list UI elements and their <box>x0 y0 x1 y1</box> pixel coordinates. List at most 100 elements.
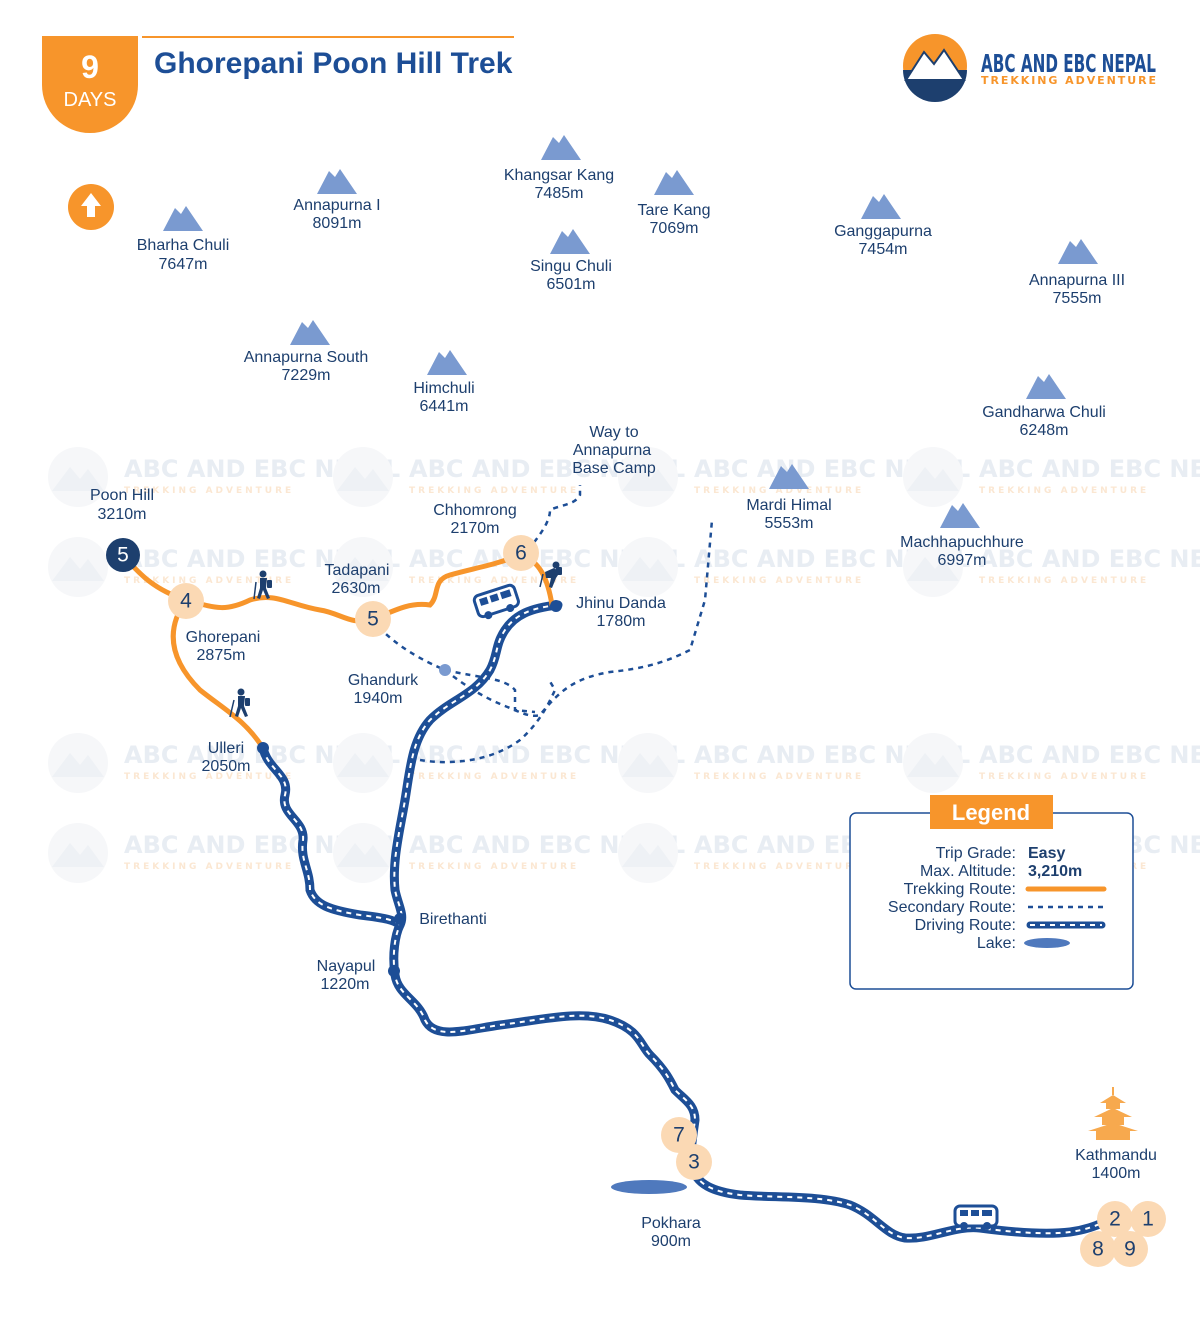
svg-text:Ulleri: Ulleri <box>208 740 244 757</box>
legend-header <box>930 795 1053 829</box>
day-marker: 9 <box>1112 1231 1148 1267</box>
svg-text:TREKKING ADVENTURE: TREKKING ADVENTURE <box>124 576 294 586</box>
mountain-icon <box>290 320 330 345</box>
dot-ulleri <box>257 742 269 754</box>
svg-text:TREKKING ADVENTURE: TREKKING ADVENTURE <box>979 772 1149 782</box>
peak-altitude: 7229m <box>282 367 331 384</box>
mountain-icon <box>550 229 590 254</box>
day-marker: 1 <box>1130 1201 1166 1237</box>
svg-text:TREKKING ADVENTURE: TREKKING ADVENTURE <box>694 862 864 872</box>
svg-text:Base Camp: Base Camp <box>572 460 656 477</box>
peak-altitude: 7069m <box>650 220 699 237</box>
peak-name: Gandharwa Chuli <box>982 404 1106 421</box>
day-marker: 4 <box>168 583 204 619</box>
day-markers: 5 4 5 6 7 3 2 1 8 9 <box>106 535 1166 1267</box>
svg-text:2170m: 2170m <box>451 520 500 537</box>
legend-trip-grade-value: Easy <box>1028 845 1065 862</box>
peak-altitude: 6501m <box>547 276 596 293</box>
dot-birethanti <box>394 913 406 925</box>
peak-singu-chuli: Singu Chuli 6501m <box>530 229 612 293</box>
peak-name: Tare Kang <box>638 202 711 219</box>
svg-text:1780m: 1780m <box>597 613 646 630</box>
svg-text:TREKKING ADVENTURE: TREKKING ADVENTURE <box>409 486 579 496</box>
brand-logo: ABC AND EBC NEPAL TREKKING ADVENTURE <box>903 34 1156 102</box>
peak-altitude: 6997m <box>938 552 987 569</box>
day-marker: 3 <box>676 1144 712 1180</box>
legend-secondary-label: Secondary Route: <box>888 899 1016 916</box>
dot-nayapul <box>388 965 400 977</box>
label-way-to-abc: Way to Annapurna Base Camp <box>572 424 656 477</box>
svg-text:ABC AND EBC NEPAL: ABC AND EBC NEPAL <box>979 455 1200 483</box>
svg-text:Pokhara: Pokhara <box>641 1215 701 1232</box>
days-number: 9 <box>81 49 99 85</box>
svg-text:TREKKING ADVENTURE: TREKKING ADVENTURE <box>694 486 864 496</box>
svg-text:5: 5 <box>367 608 379 631</box>
peak-altitude: 6441m <box>420 398 469 415</box>
svg-text:8: 8 <box>1092 1238 1104 1261</box>
peak-altitude: 7647m <box>159 256 208 273</box>
driving-road-dash <box>392 604 1106 1240</box>
peaks: Bharha Chuli 7647m Annapurna I 8091m Kha… <box>137 135 1125 569</box>
legend-trekking-label: Trekking Route: <box>904 881 1016 898</box>
peak-name: Ganggapurna <box>834 223 932 240</box>
peak-annapurna-iii: Annapurna III 7555m <box>1029 239 1125 307</box>
brand-tagline: TREKKING ADVENTURE <box>981 74 1156 87</box>
day-marker: 6 <box>503 535 539 571</box>
svg-text:4: 4 <box>180 590 192 613</box>
svg-text:3: 3 <box>688 1151 700 1174</box>
svg-text:Way to: Way to <box>589 424 638 441</box>
secondary-route-abc <box>527 485 582 551</box>
dot-jhinu-danda <box>550 600 562 612</box>
day-marker: 8 <box>1080 1231 1116 1267</box>
page-title: Ghorepani Poon Hill Trek <box>154 47 513 80</box>
mountain-icon <box>769 464 809 489</box>
peak-name: Singu Chuli <box>530 258 612 275</box>
svg-text:9: 9 <box>1124 1238 1136 1261</box>
svg-text:Ghorepani: Ghorepani <box>186 629 261 646</box>
hiker-icon <box>229 688 250 718</box>
svg-text:6: 6 <box>515 542 527 565</box>
day-marker: 5 <box>106 538 140 572</box>
day-marker: 5 <box>355 601 391 637</box>
place-birethanti: Birethanti <box>419 911 487 928</box>
logo-mountain-icon <box>904 48 966 81</box>
peak-altitude: 7555m <box>1053 290 1102 307</box>
mountain-icon <box>427 350 467 375</box>
svg-text:TREKKING ADVENTURE: TREKKING ADVENTURE <box>694 772 864 782</box>
svg-text:Tadapani: Tadapani <box>325 562 390 579</box>
route-dots <box>257 600 562 977</box>
mountain-icon <box>317 169 357 194</box>
svg-text:1400m: 1400m <box>1092 1165 1141 1182</box>
header: 9 DAYS Ghorepani Poon Hill Trek <box>42 36 514 133</box>
days-badge <box>42 36 138 133</box>
bus-icon <box>953 1204 999 1230</box>
peak-bharha-chuli: Bharha Chuli 7647m <box>137 206 229 273</box>
svg-text:2: 2 <box>1109 1208 1121 1231</box>
driving-road-ulleri-dash <box>262 747 401 926</box>
svg-text:ABC AND EBC NEPAL: ABC AND EBC NEPAL <box>979 741 1200 769</box>
pagoda-icon <box>1088 1087 1138 1140</box>
mountain-icon <box>861 194 901 219</box>
bus-icon <box>472 583 520 620</box>
day-marker: 7 <box>661 1117 697 1153</box>
peak-khangsar-kang: Khangsar Kang 7485m <box>504 135 614 202</box>
mountain-icon <box>163 206 203 231</box>
svg-text:2050m: 2050m <box>202 758 251 775</box>
svg-text:TREKKING ADVENTURE: TREKKING ADVENTURE <box>124 862 294 872</box>
svg-text:Kathmandu: Kathmandu <box>1075 1147 1157 1164</box>
svg-text:Ghandurk: Ghandurk <box>348 672 419 689</box>
legend-max-alt-label: Max. Altitude: <box>920 863 1016 880</box>
peak-altitude: 7485m <box>535 185 584 202</box>
svg-text:ABC AND EBC NEPAL: ABC AND EBC NEPAL <box>979 545 1200 573</box>
svg-text:Poon Hill: Poon Hill <box>90 487 154 504</box>
peak-name: Mardi Himal <box>746 497 831 514</box>
legend-lake-label: Lake: <box>977 935 1016 952</box>
hiker-icon <box>539 561 562 588</box>
